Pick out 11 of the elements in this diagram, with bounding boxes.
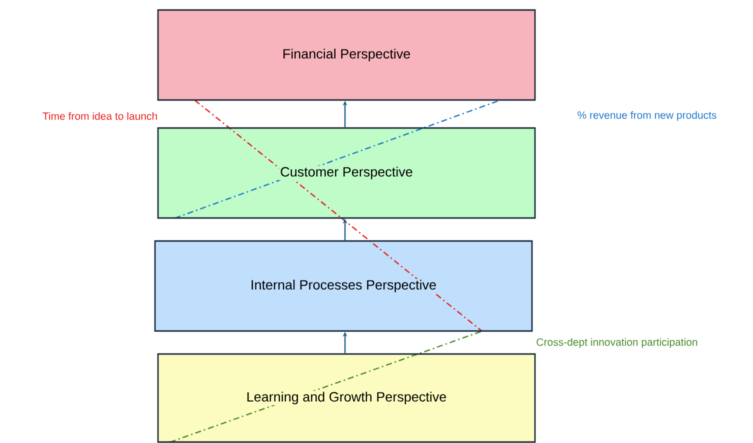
metric-label: Time from idea to launch [42, 112, 157, 120]
perspective-box: Learning and Growth Perspective [157, 353, 536, 443]
dash-dot-line [341, 218, 482, 332]
metric-label: % revenue from new products [578, 111, 716, 121]
perspective-box: Internal Processes Perspective [154, 240, 533, 332]
dash-dot-line [170, 330, 482, 443]
metric-label: Cross-dept innovation participation [536, 338, 698, 348]
perspective-box: Financial Perspective [157, 9, 536, 101]
dash-dot-line [174, 100, 500, 219]
perspective-box: Customer Perspective [157, 127, 536, 219]
dash-dot-line [194, 100, 342, 219]
